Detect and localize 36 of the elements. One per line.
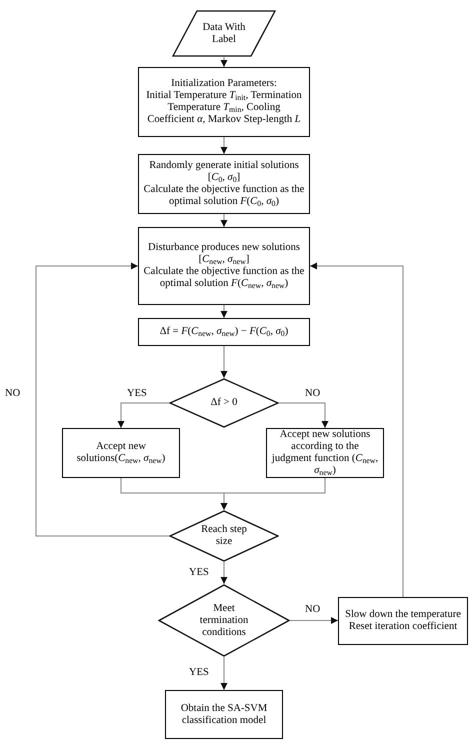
box-text: Obtain the SA-SVM classification model <box>180 702 268 726</box>
box-text: Calculate the objective function as the optimal solution F(C$_{new}$, σ$_{new}$) <box>143 266 305 290</box>
input-label: Data With Label <box>202 22 246 46</box>
process-box <box>138 318 310 346</box>
condition-text: Δf > 0 <box>210 397 238 409</box>
arrow <box>220 346 228 378</box>
box-text: Accept new solutions according to the judgment function (C$_{new}$, σ$_{new}$) <box>271 429 379 477</box>
box-text: Accept new solutions(C$_{new}$, σ$_{new}$) <box>76 441 166 465</box>
box-text: Slow down the temperature <box>345 609 461 621</box>
arrow <box>36 262 170 536</box>
box-text: Randomly generate initial solutions [C$_{0}$, σ$_{0}$] <box>148 160 300 184</box>
box-text: Initial Temperature T$_{init}$, Termination Temperature T$_{min}$, Cooling Coefficient α, Markov Step-length L <box>145 90 303 126</box>
condition-text: Reach step size <box>200 524 248 548</box>
arrow <box>220 56 228 68</box>
process-box <box>62 428 180 478</box>
condition-text: Meet termination conditions <box>198 602 250 638</box>
arrow <box>118 402 170 428</box>
process-box <box>165 690 283 739</box>
arrow <box>278 402 328 428</box>
box-text: Reset iteration coefficient <box>348 621 458 633</box>
arrow <box>220 656 228 690</box>
arrow <box>290 617 338 624</box>
process-box <box>138 227 310 305</box>
box-text: Δf = F(C$_{new}$, σ$_{new}$) − F(C$_{0}$, σ$_{0}$) <box>160 326 288 338</box>
process-box <box>338 597 468 645</box>
box-text: Calculate the objective function as the optimal solution F(C$_{0}$, σ$_{0}$) <box>143 184 305 208</box>
box-text: Initialization Parameters: <box>171 78 277 90</box>
arrow <box>220 214 228 228</box>
box-text: Disturbance produces new solutions [C$_{new}$, σ$_{new}$] <box>147 242 301 266</box>
arrow <box>310 262 404 598</box>
arrow <box>220 304 228 318</box>
process-box <box>138 67 310 137</box>
arrow <box>220 478 326 510</box>
arrow <box>220 562 228 584</box>
process-box <box>138 154 310 214</box>
arrow <box>220 136 228 154</box>
